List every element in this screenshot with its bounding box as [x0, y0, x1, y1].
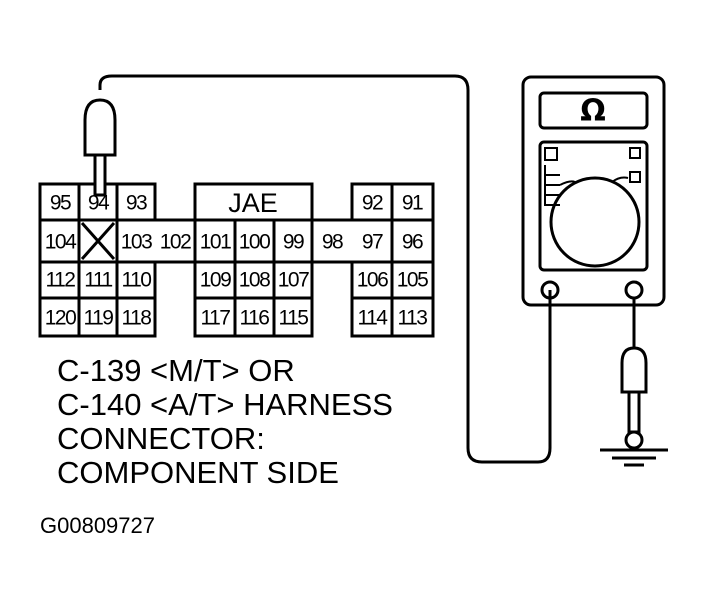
connector-probe-icon — [83, 98, 117, 197]
pin-105: 105 — [397, 269, 428, 292]
pin-99: 99 — [283, 231, 304, 254]
pin-110: 110 — [122, 269, 152, 292]
pin-107: 107 — [278, 269, 309, 292]
empty-cavity-icon — [80, 222, 116, 260]
pin-119: 119 — [84, 307, 114, 330]
pin-106: 106 — [357, 269, 388, 292]
pin-118: 118 — [122, 307, 152, 330]
caption-line-3: CONNECTOR: — [57, 421, 265, 456]
selector-dial-icon — [549, 176, 641, 268]
pin-91: 91 — [402, 192, 423, 215]
pin-117: 117 — [201, 307, 231, 330]
multimeter-body — [521, 75, 666, 307]
ground-symbol-icon — [600, 448, 668, 467]
pin-98: 98 — [322, 231, 343, 254]
pin-102: 102 — [160, 231, 191, 254]
connector-caption: C-139 <M/T> OR C-140 <A/T> HARNESS CONNE… — [57, 354, 393, 490]
pin-93: 93 — [126, 192, 147, 215]
pin-100: 100 — [239, 231, 270, 254]
pin-103: 103 — [121, 231, 152, 254]
caption-line-2: C-140 <A/T> HARNESS — [57, 387, 393, 422]
pin-115: 115 — [279, 307, 309, 330]
pin-101: 101 — [200, 231, 231, 254]
pin-109: 109 — [200, 269, 231, 292]
caption-line-1: C-139 <M/T> OR — [57, 353, 295, 388]
pin-92: 92 — [362, 192, 383, 215]
pin-120: 120 — [45, 307, 76, 330]
ohm-symbol: Ω — [580, 94, 606, 129]
pin-116: 116 — [240, 307, 270, 330]
v-ohm-jack-icon — [624, 280, 644, 300]
test-lead-wire — [98, 74, 552, 464]
com-jack-icon — [540, 280, 560, 300]
pin-114: 114 — [358, 307, 389, 330]
figure-id: G00809727 — [40, 513, 155, 538]
pin-111: 111 — [84, 269, 112, 292]
caption-line-4: COMPONENT SIDE — [57, 455, 339, 490]
multimeter — [521, 75, 666, 307]
meter-display — [538, 91, 649, 130]
pin-97: 97 — [362, 231, 383, 254]
pin-94: 94 — [88, 192, 110, 215]
pin-96: 96 — [402, 231, 423, 254]
pin-95: 95 — [50, 192, 71, 215]
pin-104: 104 — [45, 231, 77, 254]
ground-probe-icon — [620, 298, 648, 450]
connector-pin-labels: 95 94 93 92 91 104 103 102 101 100 99 98… — [45, 192, 430, 330]
pin-112: 112 — [46, 269, 76, 292]
pin-108: 108 — [239, 269, 270, 292]
pin-113: 113 — [398, 307, 428, 330]
connector-brand-label: JAE — [228, 188, 278, 218]
